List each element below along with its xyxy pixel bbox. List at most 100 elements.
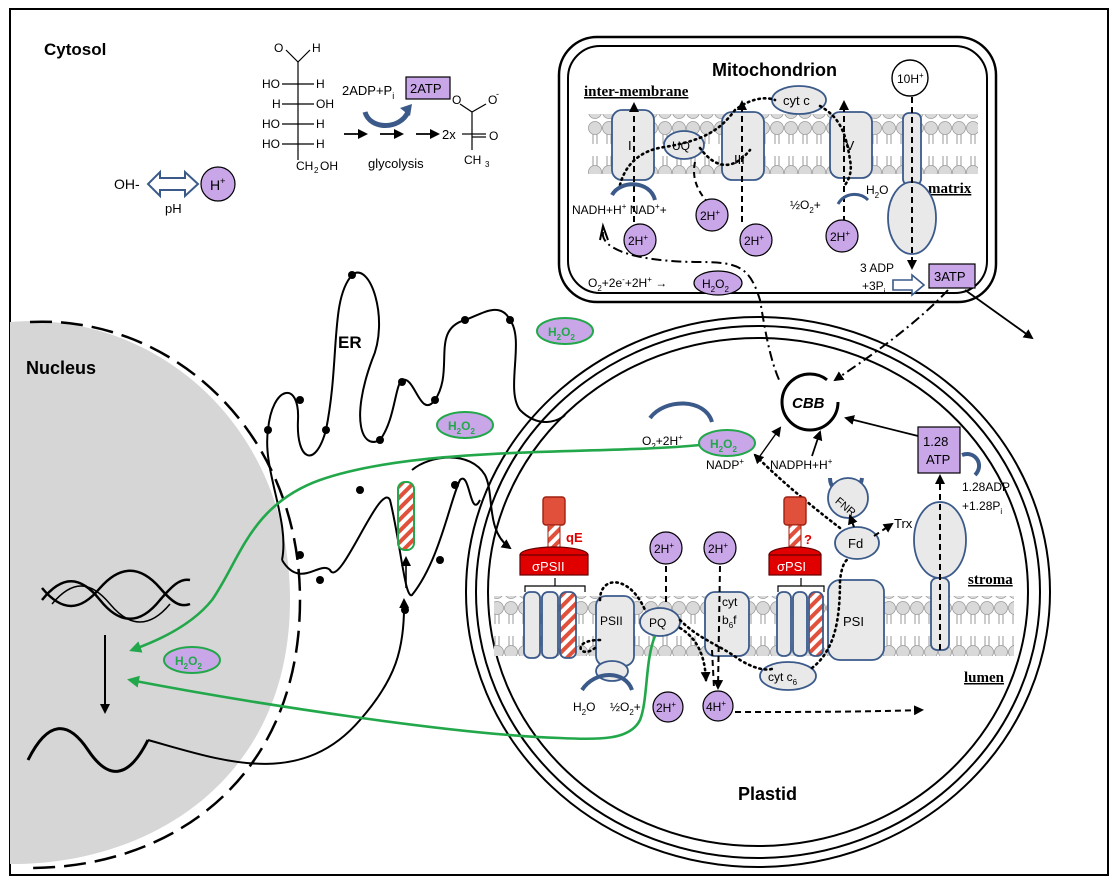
ph-equilibrium-arrow-icon xyxy=(146,169,200,199)
svg-text:PQ: PQ xyxy=(649,616,666,630)
nadh-label: NADH+H+ NAD++ xyxy=(572,202,667,217)
lumen-proton-gradient-arrow xyxy=(734,705,924,716)
plastid-inner-envelope xyxy=(487,337,1029,847)
sigma-psii-factor xyxy=(519,554,589,576)
svg-text:2H+: 2H+ xyxy=(654,541,674,556)
er-membrane-upper xyxy=(266,271,566,561)
svg-text:CH: CH xyxy=(296,159,313,173)
nadph-to-cbb-arrow xyxy=(811,430,823,457)
psbs-protein xyxy=(559,591,577,659)
svg-text:III: III xyxy=(734,152,745,167)
plastid-pi-label: +1.28Pi xyxy=(962,499,1002,516)
half-o2-label: ½O2+ xyxy=(790,198,821,215)
pyruvate-structure: 2x O O - O CH 3 xyxy=(442,89,499,169)
proton-h-circle xyxy=(200,166,236,202)
mito-electron-transport-path xyxy=(618,97,853,187)
h2o2-retrograde-signal-arrow xyxy=(129,443,701,653)
nuclear-envelope xyxy=(29,320,302,870)
lhcii-subunit-1 xyxy=(523,591,541,659)
ten-protons-circle xyxy=(891,59,929,97)
svg-text:H: H xyxy=(316,117,325,131)
svg-text:OH: OH xyxy=(320,159,338,173)
svg-text:OH: OH xyxy=(316,97,334,111)
fd-to-fnr-arrow xyxy=(848,514,858,528)
cbb-to-nadp-arrow xyxy=(759,426,782,457)
lhcii-subunit-2 xyxy=(541,591,559,659)
photosystem-ii xyxy=(595,595,635,667)
cytochrome-c-mito xyxy=(771,85,827,115)
svg-text:H2O2: H2O2 xyxy=(710,437,737,454)
svg-text:3: 3 xyxy=(485,160,490,169)
superoxide-reaction-label: O2+2e-+2H+ → xyxy=(588,275,667,293)
mito-2h-circle-3 xyxy=(739,223,773,257)
cytochrome-c6 xyxy=(759,661,817,691)
hydroxide-label: OH- xyxy=(114,176,140,192)
svg-text:2H+: 2H+ xyxy=(708,541,728,556)
plastid-h2o2-oval xyxy=(698,429,756,457)
svg-text:cyt: cyt xyxy=(722,595,738,609)
mito-2h-circle-4 xyxy=(825,219,859,253)
mito-atp-to-cbb-arrow xyxy=(833,289,949,382)
plastid-atp-box xyxy=(917,426,961,474)
mrna-icon xyxy=(26,727,150,773)
er-ribosomes xyxy=(264,271,514,614)
cytosol-h2o2-oval-2 xyxy=(436,411,494,439)
nucleus-body xyxy=(10,321,290,865)
atp-export-arrow xyxy=(964,289,1034,340)
mito-2h-circle-1 xyxy=(695,198,729,232)
ubiquinone-uq xyxy=(663,130,705,160)
svg-text:Fd: Fd xyxy=(848,536,863,551)
svg-text:H2O2: H2O2 xyxy=(548,325,575,342)
protein-import-arrow xyxy=(411,456,512,550)
fnr-enzyme xyxy=(827,477,869,519)
svg-text:2H+: 2H+ xyxy=(656,700,676,715)
svg-text:H2O2: H2O2 xyxy=(702,277,729,294)
proton-h-label: H+ xyxy=(210,176,225,193)
svg-text:O: O xyxy=(274,41,283,55)
plastid-water-label: H2O xyxy=(573,700,595,717)
psi-linker xyxy=(788,524,802,550)
mrna-to-er-arrow xyxy=(147,598,410,765)
glycolysis-adp-label: 2ADP+Pi xyxy=(342,83,394,101)
lumen-label: lumen xyxy=(964,670,1005,686)
plastid-lumen-4h-circle xyxy=(702,690,734,722)
plastoquinone-pq xyxy=(639,607,681,637)
pq-to-b6f-path xyxy=(678,626,711,682)
svg-text:3ATP: 3ATP xyxy=(934,269,966,284)
ferredoxin-fd xyxy=(834,526,880,560)
svg-text:2H+: 2H+ xyxy=(700,208,720,223)
thioredoxin-label: Trx xyxy=(894,516,913,531)
inter-membrane-label: inter-membrane xyxy=(584,84,689,100)
psii-internal-path xyxy=(579,638,602,654)
svg-text:b6f: b6f xyxy=(722,613,737,630)
plastid-o2-label: O2+2H+ xyxy=(642,433,683,451)
qe-linker-psii xyxy=(547,524,561,550)
er-membrane-lower xyxy=(281,477,481,597)
atp-synthesis-curved-arrow-icon xyxy=(362,110,411,128)
er-label: ER xyxy=(338,333,362,352)
svg-text:H: H xyxy=(316,77,325,91)
pq-retrograde-signal-arrow xyxy=(127,635,657,741)
svg-text:σPSI: σPSI xyxy=(777,559,806,574)
electron-leak-arrowhead-icon xyxy=(599,222,609,241)
svg-text:cyt c6: cyt c6 xyxy=(768,670,798,687)
svg-text:HO: HO xyxy=(262,77,280,91)
glycolysis-label: glycolysis xyxy=(368,156,424,171)
nadp-label: NADP+ xyxy=(706,457,744,472)
plastid-stroma-2h-circle-1 xyxy=(649,531,683,565)
sigma-psi-factor xyxy=(768,554,822,576)
fd-to-o2-path xyxy=(753,453,842,530)
plastid-h2o2-formation-arrow-icon xyxy=(648,401,714,423)
plastid-adp-label: 1.28ADP xyxy=(962,480,1010,494)
matrix-label: matrix xyxy=(928,181,972,197)
svg-text:-: - xyxy=(496,89,499,99)
atp-to-cbb-arrow xyxy=(844,415,919,437)
cytosol-label: Cytosol xyxy=(44,40,106,59)
dna-double-helix-icon xyxy=(41,569,191,623)
electron-leak-path xyxy=(601,231,781,383)
cbb-label: CBB xyxy=(792,395,825,412)
photosystem-i xyxy=(827,579,885,661)
question-mark-label: ? xyxy=(804,532,812,547)
